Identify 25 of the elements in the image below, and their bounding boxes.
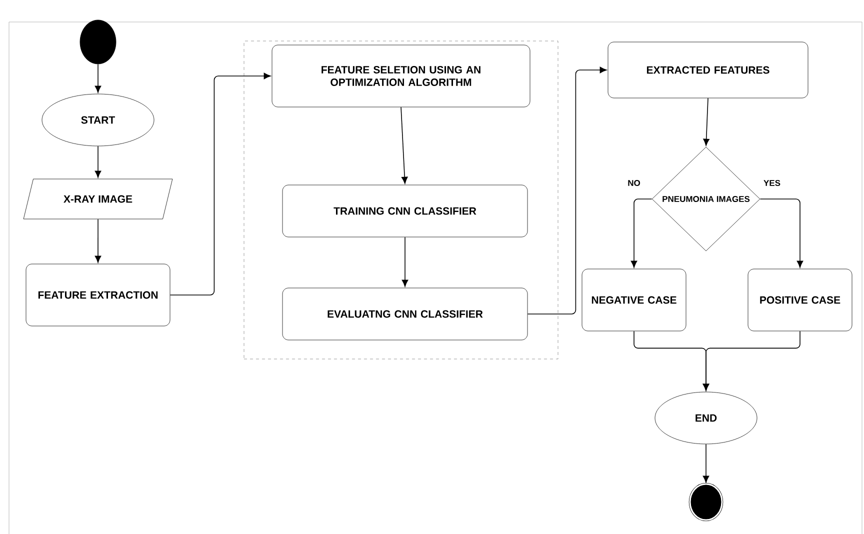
process-box: NEGATIVE CASE bbox=[582, 268, 686, 332]
input-parallelogram: X-RAY IMAGE bbox=[23, 178, 173, 220]
arrow bbox=[402, 236, 408, 287]
edge-label: YES bbox=[762, 178, 782, 187]
dashed-group-box bbox=[244, 40, 558, 360]
arrow bbox=[760, 198, 804, 268]
arrow bbox=[703, 98, 710, 146]
process-box: FEATURE EXTRACTION bbox=[26, 264, 170, 326]
process-box: EXTRACTED FEATURES bbox=[608, 42, 808, 98]
arrow bbox=[527, 66, 607, 314]
process-box: FEATURE SELETION USING AN OPTIMIZATION ALGORITHM bbox=[272, 44, 530, 108]
arrow bbox=[94, 146, 102, 178]
edge-label: NO bbox=[626, 178, 642, 187]
process-box: TRAINING CNN CLASSIFIER bbox=[282, 184, 528, 238]
end-dot bbox=[688, 482, 724, 522]
process-box: EVALUATNG CNN CLASSIFIER bbox=[282, 288, 528, 340]
process-box: POSITIVE CASE bbox=[748, 268, 852, 332]
arrow bbox=[702, 444, 710, 483]
arrow bbox=[702, 330, 800, 391]
arrow bbox=[94, 64, 102, 93]
start-dot bbox=[80, 20, 116, 64]
arrow bbox=[630, 198, 652, 268]
arrow bbox=[94, 218, 102, 263]
arrow bbox=[400, 106, 408, 184]
arrow bbox=[170, 72, 271, 296]
